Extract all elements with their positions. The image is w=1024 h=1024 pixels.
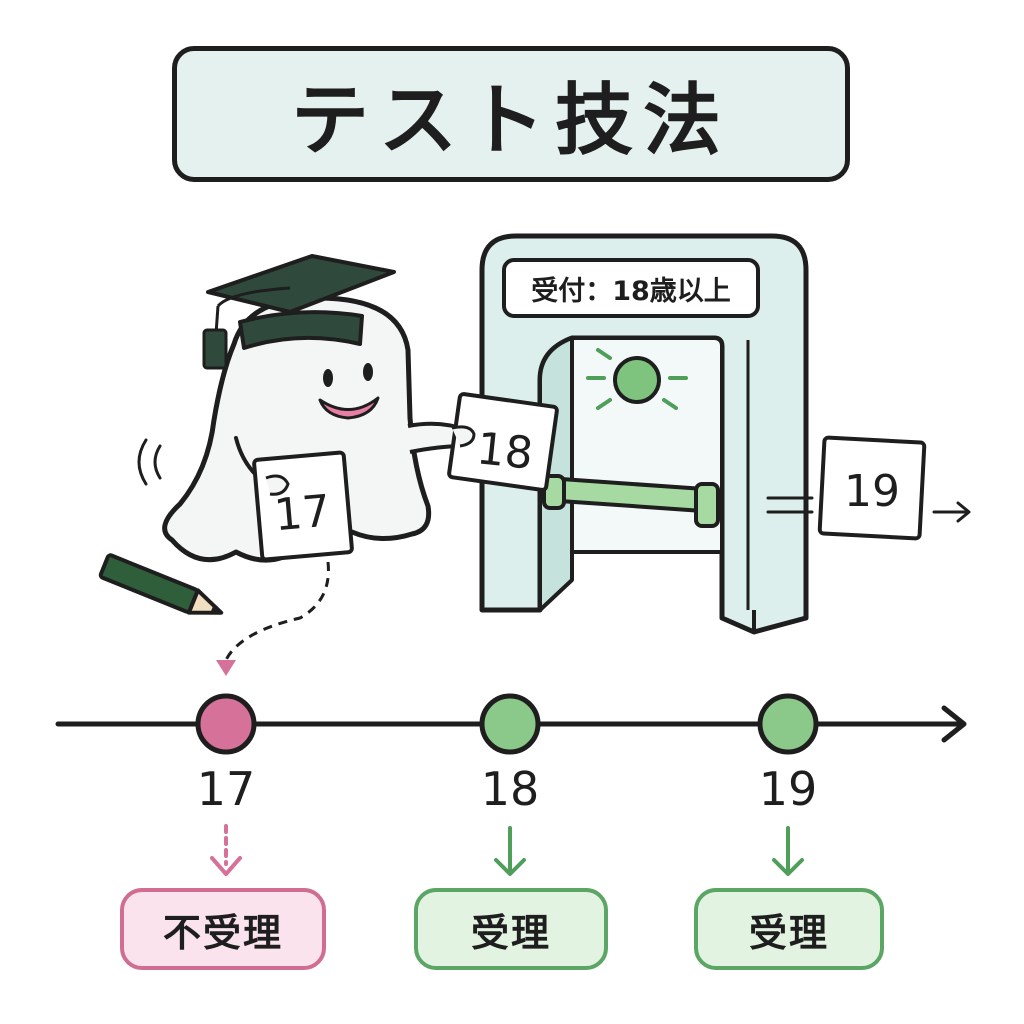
title-box: テスト技法 (172, 46, 850, 182)
timeline-label-17: 17 (196, 762, 256, 816)
result-text-accept-19: 受理 (748, 910, 829, 955)
timeline-label-19: 19 (758, 762, 818, 816)
timeline-arrow-icon (941, 705, 967, 743)
green-lamp (613, 356, 661, 404)
timeline-point-17 (195, 693, 257, 755)
timeline-label-18: 18 (480, 762, 540, 816)
gate (479, 233, 809, 635)
held-card: 18 (447, 392, 559, 492)
accept-arrow-icon (494, 858, 526, 876)
gate-sign-text: 受付：18歳以上 (531, 275, 731, 307)
ghost-card: 17 (252, 450, 354, 562)
pencil-icon (98, 553, 224, 615)
result-text-reject: 不受理 (162, 910, 283, 955)
result-box-reject: 不受理 (120, 888, 326, 970)
motion-marks-icon (137, 438, 162, 486)
passed-card: 19 (766, 435, 971, 541)
ghost-card-number: 17 (272, 486, 332, 542)
result-box-accept-18: 受理 (414, 888, 608, 970)
gate-bar (542, 474, 720, 528)
connector-arrowhead-icon (216, 660, 236, 676)
timeline-point-18 (479, 693, 541, 755)
held-card-number: 18 (474, 423, 535, 480)
page-title: テスト技法 (290, 76, 731, 166)
lamp-glow (586, 348, 688, 410)
result-arrows (210, 824, 804, 876)
graduation-cap-icon (202, 254, 396, 370)
dashed-connector (224, 561, 330, 661)
accept-arrow-icon (772, 858, 804, 876)
result-box-accept-19: 受理 (694, 888, 884, 970)
result-text-accept-18: 受理 (470, 910, 551, 955)
passed-card-number: 19 (844, 466, 900, 517)
exit-arrow-icon (932, 501, 971, 523)
timeline (55, 693, 967, 755)
reject-arrow-icon (210, 856, 242, 876)
timeline-point-19 (757, 693, 819, 755)
gate-sign: 受付：18歳以上 (502, 258, 760, 318)
